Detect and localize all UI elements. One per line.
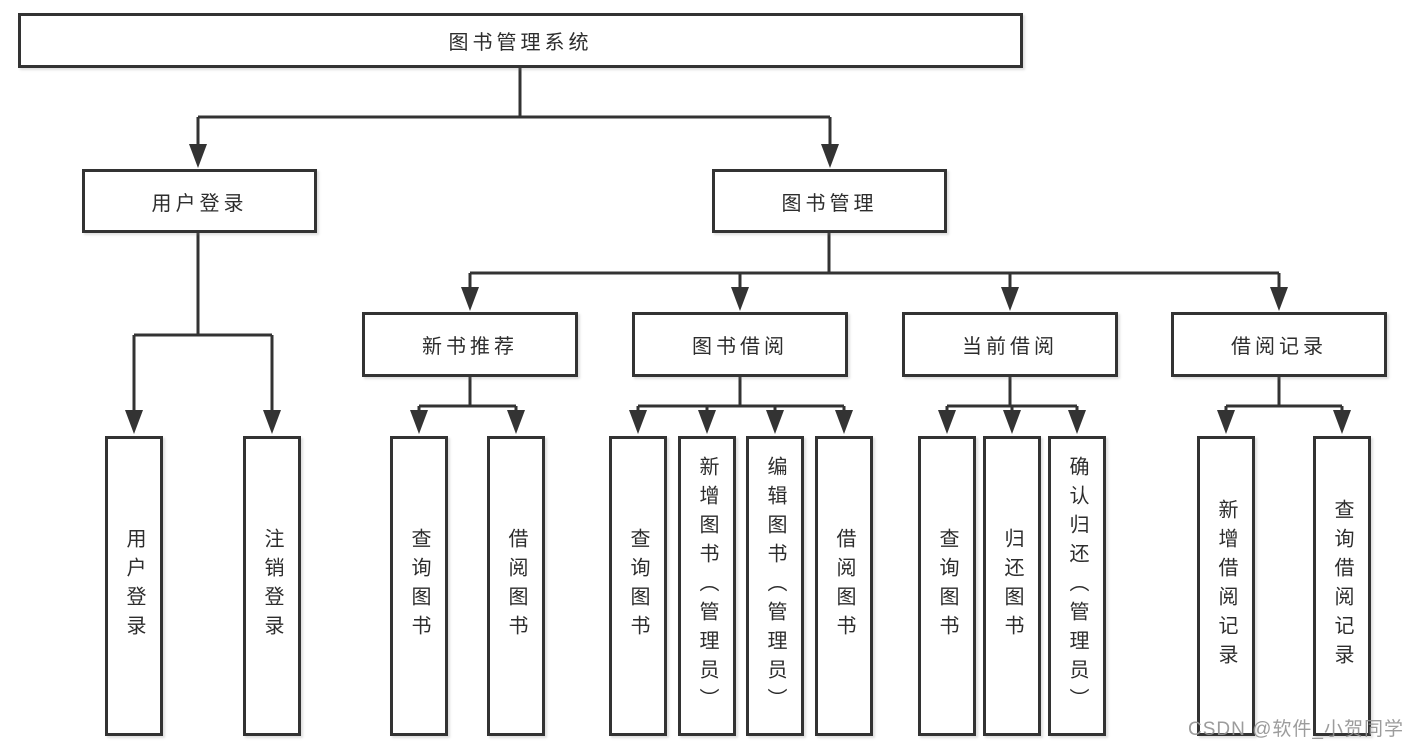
leaf-confirm-return-admin: 确认归还（管理员） [1048, 436, 1106, 736]
node-new-book-recommend: 新书推荐 [362, 312, 578, 377]
leaf-return-books: 归还图书 [983, 436, 1041, 736]
leaf-user-login-label: 用户登录 [123, 528, 145, 644]
leaf-current-query-books: 查询图书 [918, 436, 976, 736]
leaf-recommend-borrow-books-label: 借阅图书 [505, 528, 527, 644]
node-current-borrow: 当前借阅 [902, 312, 1118, 377]
node-book-borrow: 图书借阅 [632, 312, 848, 377]
connector-lines [132, 68, 1344, 412]
leaf-user-login: 用户登录 [105, 436, 163, 736]
leaf-add-book-admin-label: 新增图书（管理员） [696, 455, 718, 717]
leaf-borrow-query-books: 查询图书 [609, 436, 667, 736]
leaf-confirm-return-admin-label: 确认归还（管理员） [1066, 455, 1088, 717]
leaf-query-borrow-record: 查询借阅记录 [1313, 436, 1371, 736]
node-root-label: 图书管理系统 [448, 32, 593, 54]
leaf-logout-label: 注销登录 [261, 528, 283, 644]
node-book-management-label: 图书管理 [781, 192, 878, 215]
leaf-current-query-books-label: 查询图书 [936, 528, 958, 644]
node-new-book-recommend-label: 新书推荐 [422, 336, 518, 358]
leaf-query-borrow-record-label: 查询借阅记录 [1331, 499, 1353, 673]
node-book-management: 图书管理 [712, 169, 947, 233]
leaf-recommend-borrow-books: 借阅图书 [487, 436, 545, 736]
leaf-borrow-books-label: 借阅图书 [833, 528, 855, 644]
node-root-system: 图书管理系统 [18, 13, 1023, 68]
leaf-edit-book-admin: 编辑图书（管理员） [746, 436, 804, 736]
leaf-add-book-admin: 新增图书（管理员） [678, 436, 736, 736]
leaf-recommend-query-books: 查询图书 [390, 436, 448, 736]
node-borrow-records: 借阅记录 [1171, 312, 1387, 377]
leaf-add-borrow-record: 新增借阅记录 [1197, 436, 1255, 736]
leaf-borrow-query-books-label: 查询图书 [627, 528, 649, 644]
leaf-logout: 注销登录 [243, 436, 301, 736]
arrowheads [125, 144, 1351, 434]
leaf-add-borrow-record-label: 新增借阅记录 [1215, 499, 1237, 673]
leaf-borrow-books: 借阅图书 [815, 436, 873, 736]
node-book-borrow-label: 图书借阅 [692, 336, 788, 358]
leaf-return-books-label: 归还图书 [1001, 528, 1023, 644]
leaf-edit-book-admin-label: 编辑图书（管理员） [764, 455, 786, 717]
node-current-borrow-label: 当前借阅 [962, 336, 1058, 358]
node-user-login-label: 用户登录 [151, 192, 248, 215]
leaf-recommend-query-books-label: 查询图书 [408, 528, 430, 644]
node-user-login: 用户登录 [82, 169, 317, 233]
node-borrow-records-label: 借阅记录 [1231, 336, 1327, 358]
csdn-watermark: CSDN @软件_小贺同学 [1188, 719, 1404, 740]
